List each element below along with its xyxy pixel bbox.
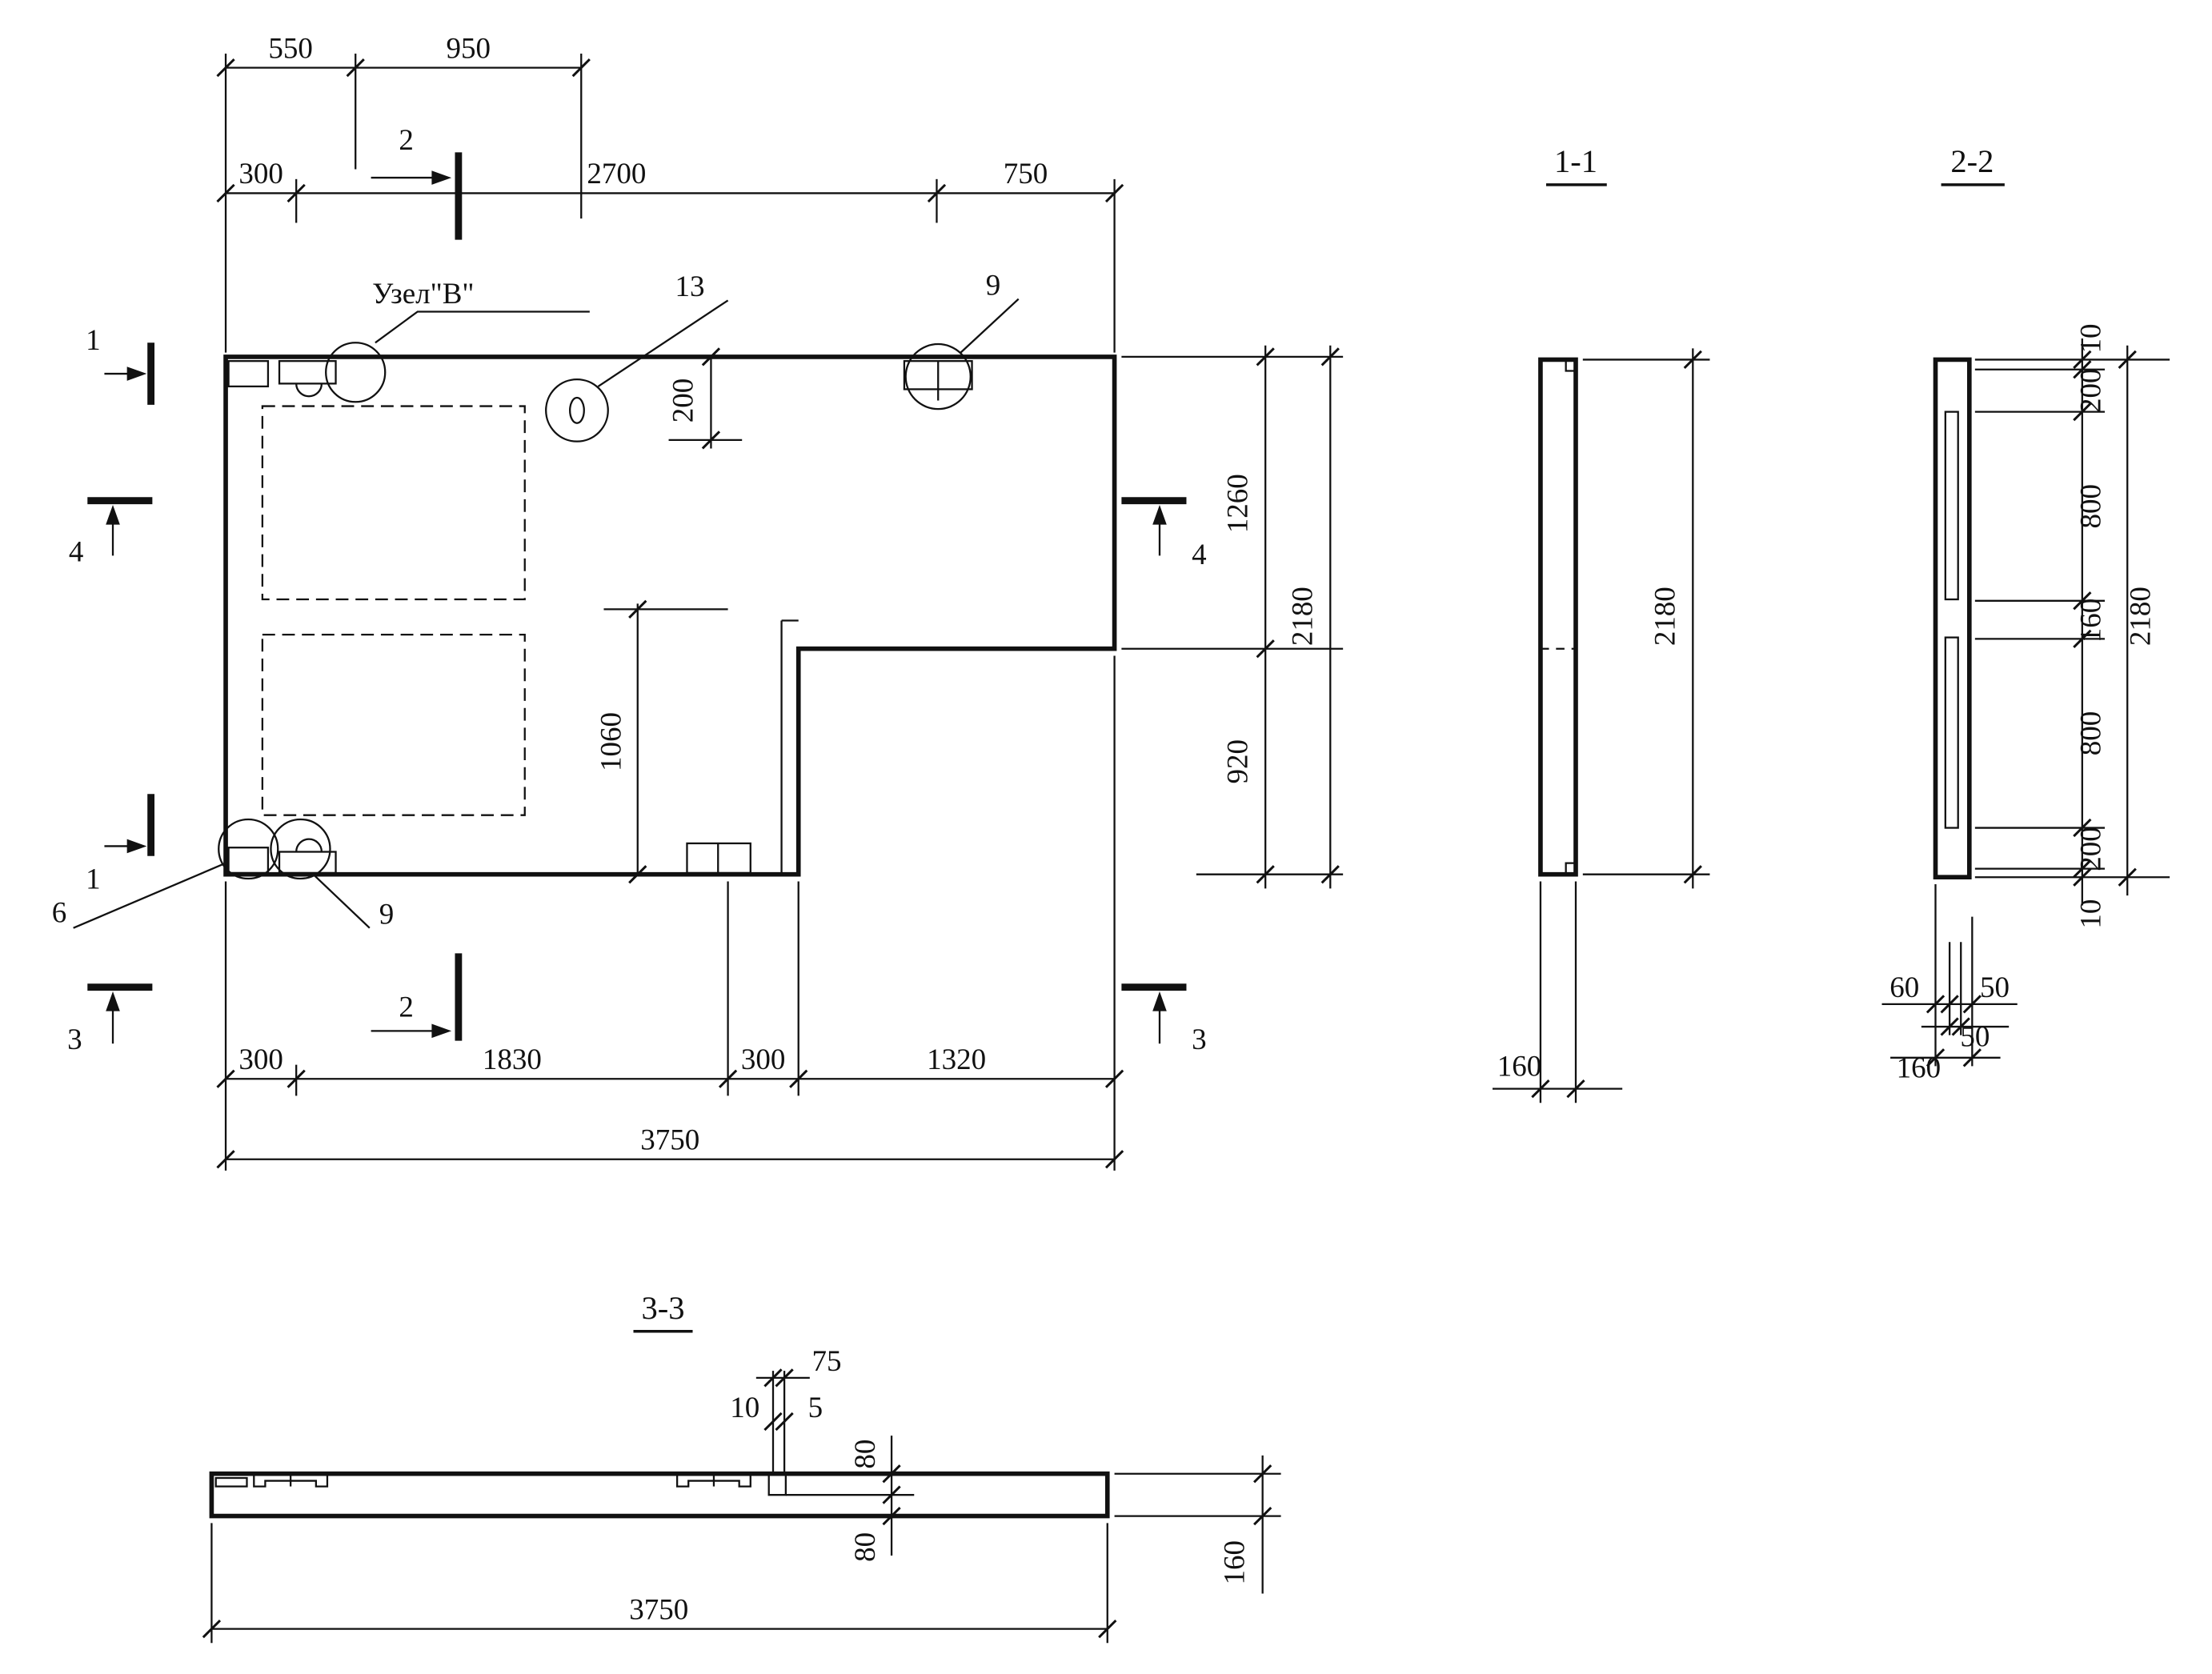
dim-2180-s22: 2180 <box>2124 587 2157 646</box>
dim-300-bottom-2: 300 <box>741 1043 786 1076</box>
section-2-2: 2-2 10 200 800 160 800 200 10 2180 <box>1881 143 2170 1084</box>
dim-1320: 1320 <box>927 1043 986 1076</box>
dim-950: 950 <box>446 32 491 65</box>
section-2-2-title: 2-2 <box>1950 143 1994 179</box>
plan-dims-bottom: 300 1830 300 1320 3750 <box>215 655 1124 1171</box>
section-marker-3-left: 3 <box>67 983 153 1056</box>
marker-3-right-label: 3 <box>1192 1023 1207 1056</box>
section-marker-1-bottom: 1 <box>86 794 155 895</box>
section-3-3-panel <box>209 1471 1110 1519</box>
plan-dims-right: 1260 920 2180 <box>1121 345 1344 889</box>
callout-9-bottom-circle <box>270 818 331 880</box>
marker-3-left-label: 3 <box>67 1023 82 1056</box>
dim-300-top: 300 <box>238 158 283 190</box>
dim-160-s33: 160 <box>1219 1540 1252 1584</box>
dim-50-b: 50 <box>1960 1021 1990 1054</box>
node-b-circle <box>325 342 387 403</box>
corner-insert-top <box>227 360 270 388</box>
dim-2180-s11: 2180 <box>1649 587 1681 646</box>
callout-6-label: 6 <box>52 897 67 930</box>
section-marker-3-right: 3 <box>1121 983 1207 1056</box>
dim-2180-plan: 2180 <box>1286 587 1319 646</box>
lifting-loop-top <box>278 360 337 398</box>
callout-6-circle <box>218 818 279 880</box>
dim-1830: 1830 <box>483 1043 542 1076</box>
plan-dims-top: 550 950 300 2700 750 <box>215 32 1124 353</box>
section-marker-2-bottom: 2 <box>371 953 463 1041</box>
plan-dims-inner: 200 1060 <box>595 346 743 884</box>
opening-dashed-bottom <box>261 633 526 816</box>
dim-60: 60 <box>1889 971 1919 1004</box>
section-marker-2-top: 2 <box>371 124 463 240</box>
dim-920: 920 <box>1221 739 1254 783</box>
dim-50-a: 50 <box>1980 971 2010 1004</box>
section-2-2-panel <box>1933 357 1972 880</box>
dim-3750-plan: 3750 <box>640 1123 699 1156</box>
dim-80-lower: 80 <box>849 1532 882 1562</box>
section-3-3-left-insert <box>214 1476 248 1488</box>
callout-13-label: 13 <box>675 270 704 303</box>
callout-13-circle <box>545 378 609 443</box>
dim-5: 5 <box>808 1392 823 1424</box>
marker-4-right-label: 4 <box>1192 539 1207 571</box>
dim-550: 550 <box>268 32 313 65</box>
corner-insert-bottom <box>227 847 270 875</box>
dim-160-s22: 160 <box>1897 1051 1942 1084</box>
dim-200-top: 200 <box>2075 368 2108 412</box>
dim-300-bottom-1: 300 <box>238 1043 283 1076</box>
section-marker-4-left: 4 <box>69 497 153 568</box>
dim-160-mid: 160 <box>2075 599 2108 643</box>
dim-160-s11: 160 <box>1497 1051 1542 1083</box>
dim-10-bottom: 10 <box>2075 899 2108 929</box>
plan-view: Узел"В" 13 9 6 9 1 1 2 <box>52 32 1344 1171</box>
dim-800-bottom: 800 <box>2075 711 2108 755</box>
dim-200-bottom: 200 <box>2075 827 2108 871</box>
hole-slot <box>569 396 585 424</box>
marker-1-top-label: 1 <box>86 324 101 357</box>
section-3-3: 3-3 75 10 5 80 80 3750 160 <box>202 1290 1281 1644</box>
section-marker-4-right: 4 <box>1121 497 1207 571</box>
dim-200: 200 <box>667 378 700 423</box>
opening-dashed-top <box>261 405 526 601</box>
section-1-1-title: 1-1 <box>1554 143 1597 179</box>
callout-9-bottom-label: 9 <box>379 898 395 931</box>
dim-1060: 1060 <box>595 712 628 771</box>
dim-750: 750 <box>1004 158 1048 190</box>
section-1-1: 1-1 2180 160 <box>1492 143 1710 1103</box>
embed-plate-bottom <box>686 842 751 875</box>
dim-75: 75 <box>811 1345 841 1378</box>
section-3-3-slot <box>767 1473 787 1496</box>
section-2-2-opening-bottom <box>1944 636 1959 829</box>
callout-9-top-circle <box>904 342 972 410</box>
embed-plate-top <box>903 360 973 401</box>
marker-1-bottom-label: 1 <box>86 863 101 895</box>
dim-800-top: 800 <box>2075 484 2108 528</box>
dim-2700: 2700 <box>587 158 646 190</box>
callout-9-top-label: 9 <box>986 269 1001 302</box>
section-1-1-panel <box>1538 357 1578 877</box>
node-b-label: Узел"В" <box>372 278 474 310</box>
section-2-2-opening-top <box>1944 410 1959 601</box>
lifting-loop-bottom <box>278 838 337 875</box>
dim-3750-s33: 3750 <box>629 1593 688 1626</box>
dim-10-top: 10 <box>2075 323 2108 353</box>
dim-80-upper: 80 <box>849 1440 882 1469</box>
section-2-2-thickness-dims: 60 50 50 160 <box>1881 884 2018 1084</box>
marker-4-left-label: 4 <box>69 535 84 568</box>
marker-2-top-label: 2 <box>399 124 414 157</box>
section-marker-1-top: 1 <box>86 324 155 405</box>
section-3-3-title: 3-3 <box>641 1290 684 1326</box>
panel-outline <box>223 354 1117 877</box>
marker-2-bottom-label: 2 <box>399 991 414 1024</box>
dim-10: 10 <box>730 1392 759 1424</box>
dim-1260: 1260 <box>1221 474 1254 533</box>
